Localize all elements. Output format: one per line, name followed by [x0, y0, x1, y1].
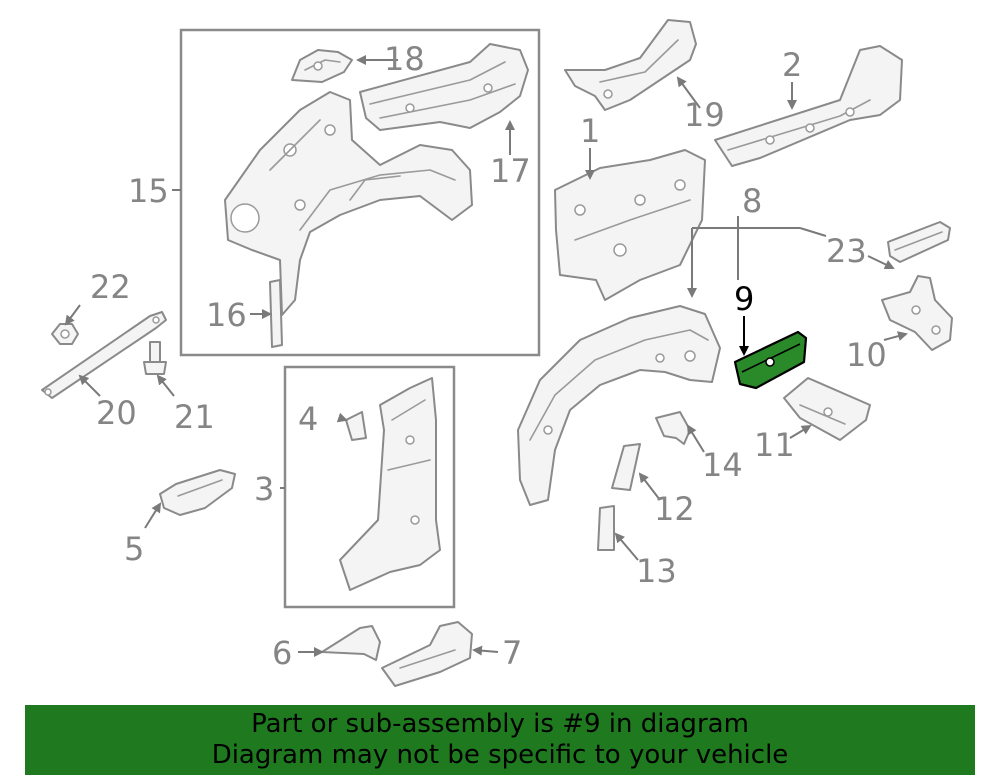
part-23-bracket [887, 221, 951, 263]
part-5-bracket [159, 469, 236, 516]
banner-line-1: Part or sub-assembly is #9 in diagram [251, 709, 749, 739]
part-20-brace [41, 311, 167, 399]
callout-4: 4 [298, 400, 318, 438]
callout-1: 1 [580, 112, 600, 150]
part-22-nut [51, 323, 79, 345]
part-7-bracket [381, 621, 473, 687]
part-16-strip [269, 279, 283, 348]
callout-11: 11 [754, 426, 795, 464]
callout-13: 13 [636, 552, 677, 590]
part-12-pad [611, 443, 641, 491]
part-4-bracket [345, 411, 367, 441]
callout-10: 10 [846, 336, 887, 374]
part-13-pad [597, 505, 615, 551]
part-11-bracket [783, 377, 871, 441]
info-banner: Part or sub-assembly is #9 in diagram Di… [25, 705, 975, 775]
part-18-bracket [291, 49, 353, 83]
part-15-quarter-inner [224, 91, 473, 316]
callout-9: 9 [734, 280, 754, 318]
leader-lines [64, 55, 908, 657]
callout-22: 22 [90, 268, 131, 306]
part-8-wheelhouse [517, 305, 721, 506]
part-6-bracket [321, 625, 381, 661]
callout-16: 16 [206, 296, 247, 334]
callout-15: 15 [128, 172, 169, 210]
callout-17: 17 [490, 152, 531, 190]
callout-19: 19 [684, 96, 725, 134]
part-14-clip [655, 411, 691, 445]
part-17-rail [359, 43, 529, 131]
callout-5: 5 [124, 530, 144, 568]
banner-line-2: Diagram may not be specific to your vehi… [211, 740, 789, 770]
callout-14: 14 [702, 446, 743, 484]
callout-12: 12 [654, 490, 695, 528]
part-10-bracket [881, 275, 953, 351]
part-19-bracket [564, 19, 697, 111]
callout-8: 8 [742, 182, 762, 220]
part-3-pillar [339, 377, 441, 591]
callout-18: 18 [384, 40, 425, 78]
parts-diagram: 1 2 3 4 5 6 7 8 9 10 11 12 13 14 15 16 1… [41, 19, 953, 687]
callout-21: 21 [174, 398, 215, 436]
callout-6: 6 [272, 634, 292, 672]
callout-3: 3 [254, 470, 274, 508]
group-box-15 [179, 28, 541, 357]
callout-20: 20 [96, 394, 137, 432]
part-1-inner-panel [554, 149, 706, 301]
callout-7: 7 [502, 634, 522, 672]
callout-23: 23 [826, 232, 867, 270]
part-9-highlighted [733, 330, 808, 390]
part-21-bolt [143, 341, 167, 375]
part-2-rear-panel [714, 45, 903, 167]
callout-2: 2 [782, 46, 802, 84]
